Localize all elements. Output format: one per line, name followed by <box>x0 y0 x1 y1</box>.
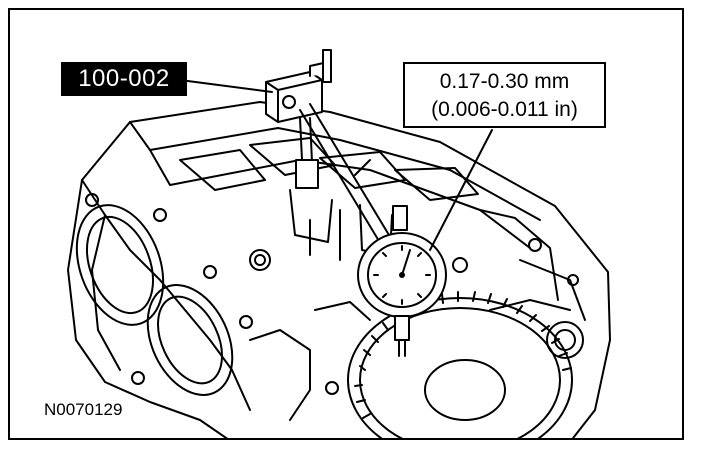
engine-block-icon <box>67 101 611 438</box>
spec-imperial: (0.006-0.011 in) <box>431 98 578 121</box>
magnetic-base-icon <box>265 49 332 189</box>
figure-frame: 100-002 0.17-0.30 mm (0.006-0.011 in) N0… <box>8 8 684 440</box>
tool-leader-line <box>179 79 273 93</box>
figure-id: N0070129 <box>44 400 123 419</box>
timing-gear-icon <box>347 291 573 438</box>
indicator-arm <box>299 103 393 247</box>
spec-leader-line <box>429 129 493 251</box>
spec-metric: 0.17-0.30 mm <box>439 70 570 93</box>
special-tool-label: 100-002 <box>61 62 187 96</box>
dial-indicator-icon <box>357 205 447 357</box>
engine-block-illustration <box>67 49 611 438</box>
specification-callout: 0.17-0.30 mm (0.006-0.011 in) <box>403 62 606 128</box>
